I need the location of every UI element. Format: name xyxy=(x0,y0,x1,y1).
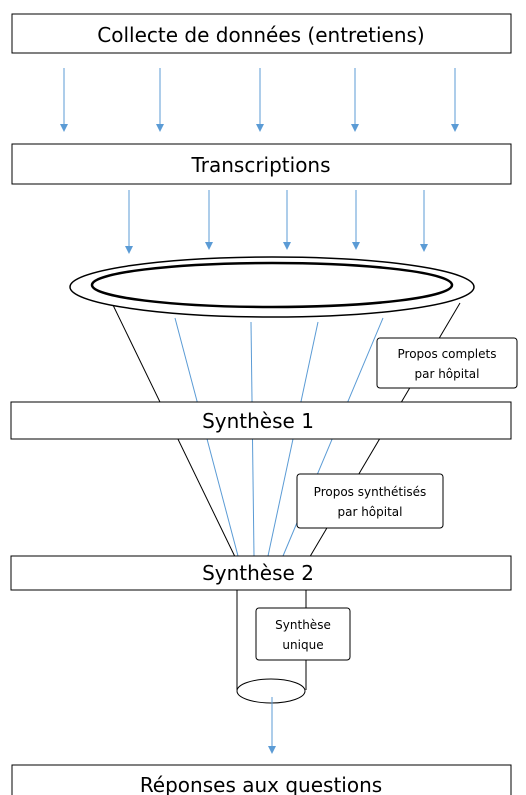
label-propos-synthetises-line1: Propos synthétisés xyxy=(314,485,427,499)
label-propos-synthetises-line2: par hôpital xyxy=(337,505,402,519)
label-propos-synthetises: Propos synthétisés par hôpital xyxy=(296,473,444,529)
synthese1-box: Synthèse 1 xyxy=(10,401,512,440)
synthese2-box-label: Synthèse 2 xyxy=(202,561,314,585)
synthese2-box: Synthèse 2 xyxy=(10,555,512,591)
label-synthese-unique-line1: Synthèse xyxy=(275,618,331,632)
arrows-into-funnel xyxy=(125,190,428,254)
label-propos-complets-line2: par hôpital xyxy=(414,367,479,381)
label-propos-complets: Propos complets par hôpital xyxy=(376,337,518,389)
transcriptions-box-label: Transcriptions xyxy=(190,153,330,177)
collecte-box: Collecte de données (entretiens) xyxy=(11,13,512,54)
label-synthese-unique: Synthèse unique xyxy=(255,607,351,661)
reponses-box: Réponses aux questions xyxy=(11,764,512,795)
label-synthese-unique-line2: unique xyxy=(282,638,323,652)
arrows-to-transcriptions xyxy=(60,68,459,132)
label-propos-complets-line1: Propos complets xyxy=(398,347,497,361)
synthese1-box-label: Synthèse 1 xyxy=(202,409,314,433)
reponses-box-label: Réponses aux questions xyxy=(140,773,382,795)
collecte-box-label: Collecte de données (entretiens) xyxy=(97,23,424,47)
funnel xyxy=(69,256,475,704)
spout-opening xyxy=(236,678,306,704)
funnel-rim-inner xyxy=(90,261,454,309)
transcriptions-box: Transcriptions xyxy=(11,143,512,185)
